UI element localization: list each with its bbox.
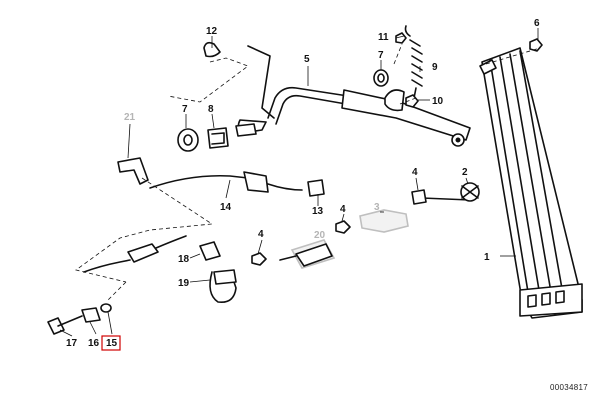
callout-labels: 1 2 3 4 4 4 5 6 7 7 8 9 10 11 12 13 14 1… xyxy=(66,18,540,351)
bolt-17[interactable] xyxy=(47,315,83,335)
callout-13[interactable]: 13 xyxy=(312,206,324,217)
callout-21[interactable]: 21 xyxy=(124,112,136,123)
callout-4-middle[interactable]: 4 xyxy=(340,204,346,215)
nut-6[interactable] xyxy=(529,38,543,52)
callout-18[interactable]: 18 xyxy=(178,254,190,265)
assembly-line xyxy=(167,57,249,103)
callout-6[interactable]: 6 xyxy=(534,18,540,29)
callout-2[interactable]: 2 xyxy=(462,167,468,178)
nut-11[interactable] xyxy=(395,32,407,44)
return-spring[interactable] xyxy=(404,25,423,99)
callout-10[interactable]: 10 xyxy=(432,96,444,107)
callout-20[interactable]: 20 xyxy=(314,230,326,241)
adjustment-screw[interactable] xyxy=(421,182,480,202)
assembly-line xyxy=(399,97,417,105)
clip-8[interactable] xyxy=(207,127,229,149)
pedal-stop-3[interactable] xyxy=(359,209,409,233)
callout-1[interactable]: 1 xyxy=(484,252,490,263)
callout-3[interactable]: 3 xyxy=(374,202,380,213)
callout-16[interactable]: 16 xyxy=(88,338,100,349)
clip-18[interactable] xyxy=(199,241,221,261)
nut-4-middle[interactable] xyxy=(335,220,351,234)
assembly-line xyxy=(107,281,127,301)
callout-5[interactable]: 5 xyxy=(304,54,310,65)
assembly-line xyxy=(393,43,403,65)
accelerator-cable[interactable] xyxy=(149,171,325,197)
joint-pin[interactable] xyxy=(235,123,257,137)
nut-16[interactable] xyxy=(81,307,101,323)
leader-lines xyxy=(59,28,539,337)
clip-12[interactable] xyxy=(203,41,221,58)
callout-7-left[interactable]: 7 xyxy=(182,104,188,115)
lower-cable[interactable] xyxy=(83,235,187,273)
nut-4-lower[interactable] xyxy=(251,252,267,266)
assembly-line xyxy=(75,177,214,283)
callout-9[interactable]: 9 xyxy=(432,62,438,73)
bracket-21[interactable] xyxy=(117,157,149,185)
clamp-19[interactable] xyxy=(209,269,237,304)
document-number: 00034817 xyxy=(550,383,588,392)
throttle-switch-20[interactable] xyxy=(279,239,336,269)
bushing-7-upper[interactable] xyxy=(373,69,389,87)
callout-4-lower[interactable]: 4 xyxy=(258,229,264,240)
assembly-line xyxy=(485,47,541,65)
callout-15-highlight xyxy=(101,335,121,351)
washer-15[interactable] xyxy=(100,303,112,313)
callout-8[interactable]: 8 xyxy=(208,104,214,115)
callout-19[interactable]: 19 xyxy=(178,278,190,289)
accelerator-pedal[interactable] xyxy=(479,47,583,319)
callout-7-upper[interactable]: 7 xyxy=(378,50,384,61)
callout-11[interactable]: 11 xyxy=(378,32,389,43)
bushing-7[interactable] xyxy=(177,128,199,152)
bolt-4-upper[interactable] xyxy=(411,189,427,205)
callout-14[interactable]: 14 xyxy=(220,202,232,213)
callout-4-upper[interactable]: 4 xyxy=(412,167,418,178)
callout-12[interactable]: 12 xyxy=(206,26,218,37)
callout-15[interactable]: 15 xyxy=(106,338,118,349)
callout-17[interactable]: 17 xyxy=(66,338,78,349)
